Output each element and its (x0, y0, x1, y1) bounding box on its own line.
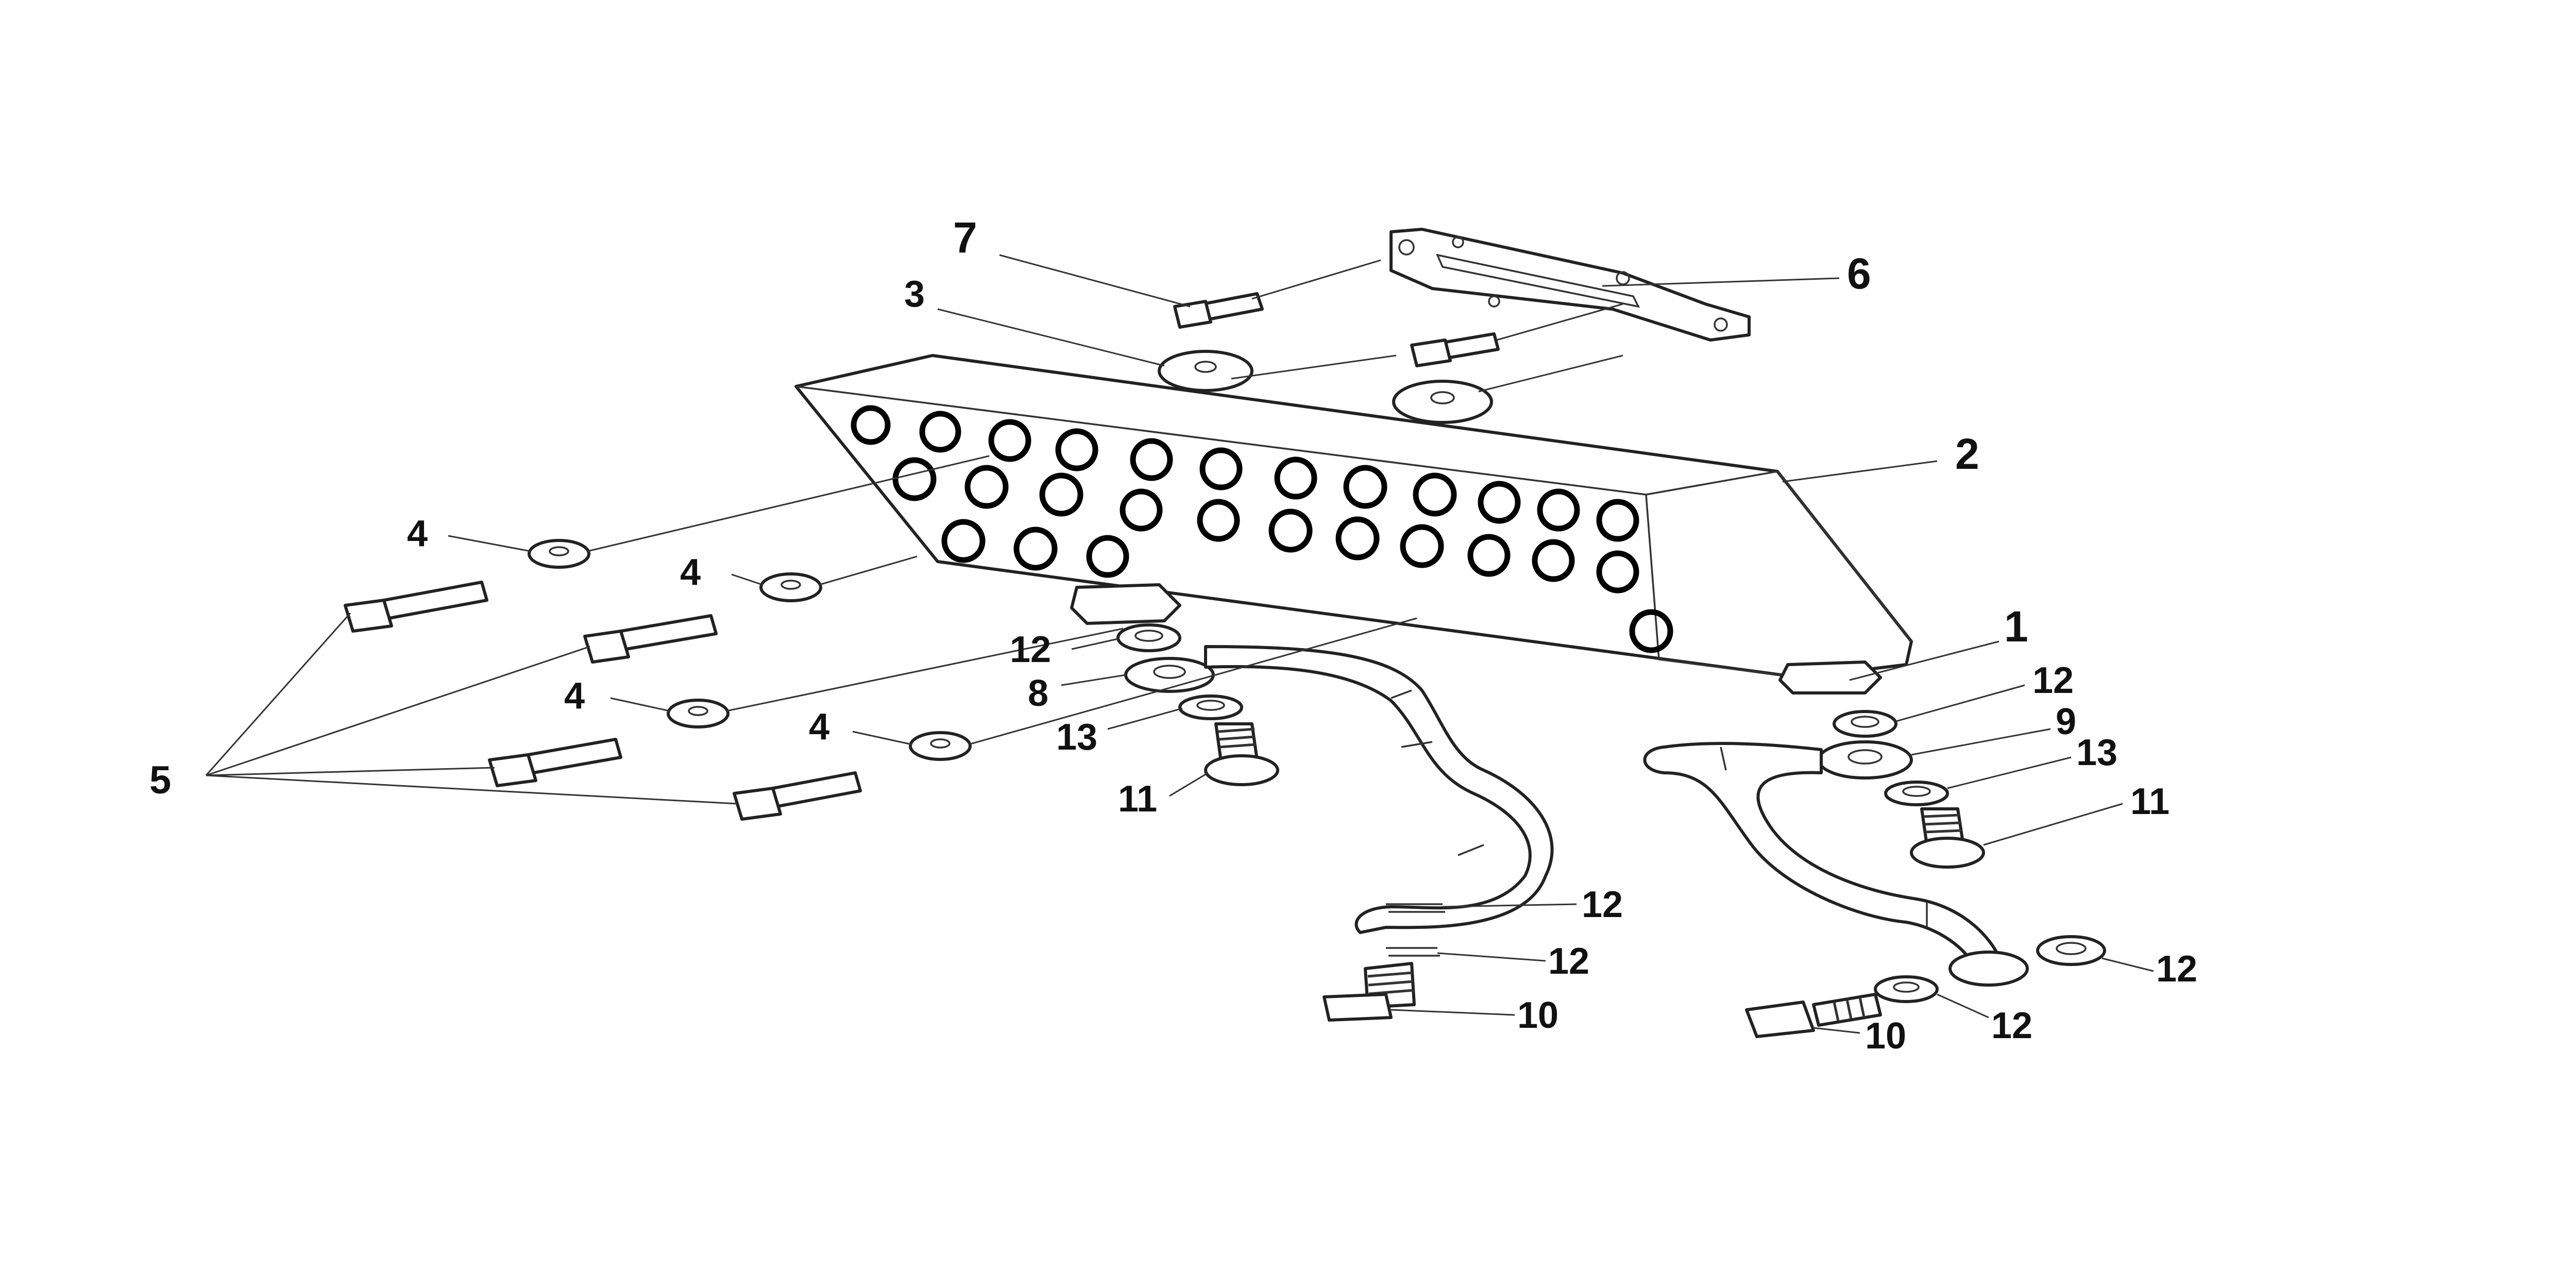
callout-3: 3 (904, 274, 925, 315)
oil-cooler-body (794, 354, 1913, 694)
callout-9: 9 (2056, 701, 2076, 742)
sealing-washer-left-lower-a (1386, 903, 1445, 913)
callout-12-e: 12 (2156, 948, 2197, 990)
banjo-bolt-right (1910, 807, 1985, 869)
o-ring-left (1178, 694, 1243, 720)
sealing-washer-right-lower-b (1874, 975, 1939, 1003)
callout-13-a: 13 (1056, 717, 1097, 758)
callout-8: 8 (1028, 673, 1048, 714)
callout-12-a: 12 (1010, 629, 1051, 670)
callout-4-a: 4 (407, 513, 428, 554)
banjo-fitting-right (1817, 740, 1913, 779)
callout-labels: 7 3 6 2 4 4 4 4 5 1 12 8 13 11 12 9 13 1… (149, 213, 2197, 1057)
sealing-washer-left-upper (1116, 623, 1181, 652)
mounting-bracket (1389, 228, 1751, 342)
leader-lines (205, 254, 2154, 1034)
callout-2: 2 (1955, 430, 1979, 478)
callout-10-b: 10 (1865, 1015, 1906, 1057)
oil-hose-left (1204, 645, 1554, 934)
mounting-bolt-4 (733, 771, 862, 821)
sealing-washer-left-lower-b (1386, 947, 1440, 957)
callout-5: 5 (149, 758, 171, 802)
oil-hose-right (1643, 742, 2006, 975)
banjo-fitting-right-lower (1948, 951, 2029, 987)
callout-11-b: 11 (2130, 781, 2170, 822)
callout-4-b: 4 (680, 552, 701, 593)
callout-4-c: 4 (564, 675, 585, 717)
bracket-bolt-upper (1173, 292, 1264, 329)
callout-13-b: 13 (2076, 732, 2117, 773)
callout-10-a: 10 (1517, 995, 1558, 1036)
banjo-fitting-left (1124, 657, 1215, 693)
callout-12-b: 12 (2032, 660, 2074, 701)
rubber-grommet-left (1158, 350, 1253, 392)
banjo-bolt-left (1204, 722, 1279, 786)
callout-12-d: 12 (1548, 941, 1589, 982)
washer-4 (909, 731, 972, 761)
washer-2 (759, 572, 822, 602)
rubber-grommet-right (1392, 380, 1493, 424)
cooler-fin-holes (851, 405, 1673, 653)
callout-1: 1 (2004, 602, 2028, 651)
banjo-bolt-left-lower (1323, 962, 1416, 1022)
sealing-washer-right-upper (1833, 710, 1897, 738)
sealing-washer-right-lower-a (2036, 935, 2106, 966)
washer-1 (528, 539, 590, 569)
callout-4-d: 4 (809, 706, 829, 748)
mounting-bolt-2 (583, 614, 718, 664)
o-ring-right (1884, 781, 1949, 806)
callout-11-a: 11 (1118, 778, 1157, 820)
banjo-bolt-right-lower (1745, 993, 1882, 1038)
bracket-bolt-lower (1410, 332, 1500, 367)
callout-12-c: 12 (1582, 884, 1623, 925)
mounting-bolt-1 (344, 581, 488, 633)
callout-12-f: 12 (1991, 1005, 2032, 1046)
mounting-bolt-3 (488, 738, 622, 787)
callout-6: 6 (1847, 249, 1871, 298)
callout-7: 7 (953, 213, 977, 262)
washer-3 (667, 699, 730, 728)
